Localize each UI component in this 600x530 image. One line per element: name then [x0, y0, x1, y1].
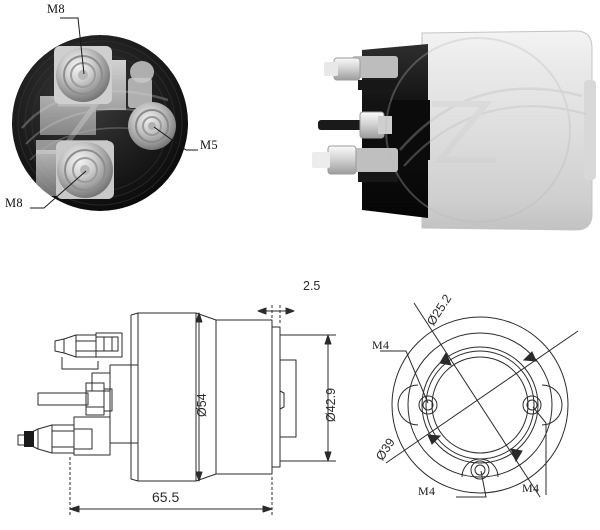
terminal-group — [312, 56, 398, 182]
mounting-boss-left — [397, 384, 438, 426]
callout-leader-lines — [30, 17, 198, 209]
rear-flange — [272, 326, 281, 468]
photo-side-view — [300, 0, 600, 265]
callout-m4-right: M4 — [522, 481, 540, 495]
callout-m8-top: M8 — [47, 2, 65, 16]
dim-dia-54 — [195, 312, 203, 482]
flange-third-circle — [421, 346, 539, 464]
callout-m5: M5 — [200, 138, 218, 152]
flange-second-circle — [407, 332, 553, 478]
dim-label-65-5: 65.5 — [152, 489, 180, 505]
end-view-linework — [380, 302, 579, 498]
dim-2-5 — [257, 305, 295, 325]
flange-outer-circle — [391, 316, 569, 494]
front-plate — [109, 364, 138, 444]
terminal-seal — [24, 431, 34, 447]
terminal-stud-m8-top — [54, 46, 112, 104]
terminal-stud-m5 — [128, 102, 176, 150]
side-elevation-linework — [17, 305, 336, 515]
terminal-upper-m8 — [54, 334, 119, 370]
terminal-base-upper — [91, 372, 111, 392]
body-front-edge — [130, 312, 139, 482]
mounting-boss-right — [522, 384, 563, 426]
terminal-lower-m8 — [17, 424, 93, 454]
callout-m8-bottom: M8 — [5, 196, 23, 210]
dim-65-5 — [69, 457, 273, 515]
dim-dia-39 — [385, 330, 579, 464]
callout-m4-left: M4 — [372, 338, 390, 352]
can-rear-boss — [584, 80, 596, 180]
callout-m4-bottom: M4 — [418, 484, 436, 498]
dim-label-2-5: 2.5 — [303, 279, 321, 293]
body-outline — [137, 312, 197, 482]
terminal-middle-m5 — [37, 382, 113, 416]
dim-label-dia-42-9: Ø42.9 — [324, 387, 338, 422]
solenoid-can-body — [421, 30, 593, 231]
drawing-side-elevation: 2.5 Ø54 Ø42.9 65.5 — [0, 265, 350, 530]
center-bore-circle — [431, 356, 529, 454]
m4-leader-lines — [380, 350, 547, 498]
rear-boss — [280, 359, 297, 438]
body-rear-section — [215, 319, 273, 475]
drawing-end-view: Ø25.2 Ø39 M4 M4 M4 — [350, 265, 600, 530]
dim-dia-42-9 — [280, 334, 336, 462]
brand-watermark-side — [385, 37, 587, 223]
side-view-image — [312, 30, 596, 231]
rear-notch — [279, 390, 285, 410]
front-face-image — [12, 17, 198, 211]
dim-label-dia-54: Ø54 — [195, 393, 209, 417]
mounting-boss-bottom — [461, 458, 499, 480]
photo-front-face: M8 M5 M8 — [0, 0, 300, 265]
